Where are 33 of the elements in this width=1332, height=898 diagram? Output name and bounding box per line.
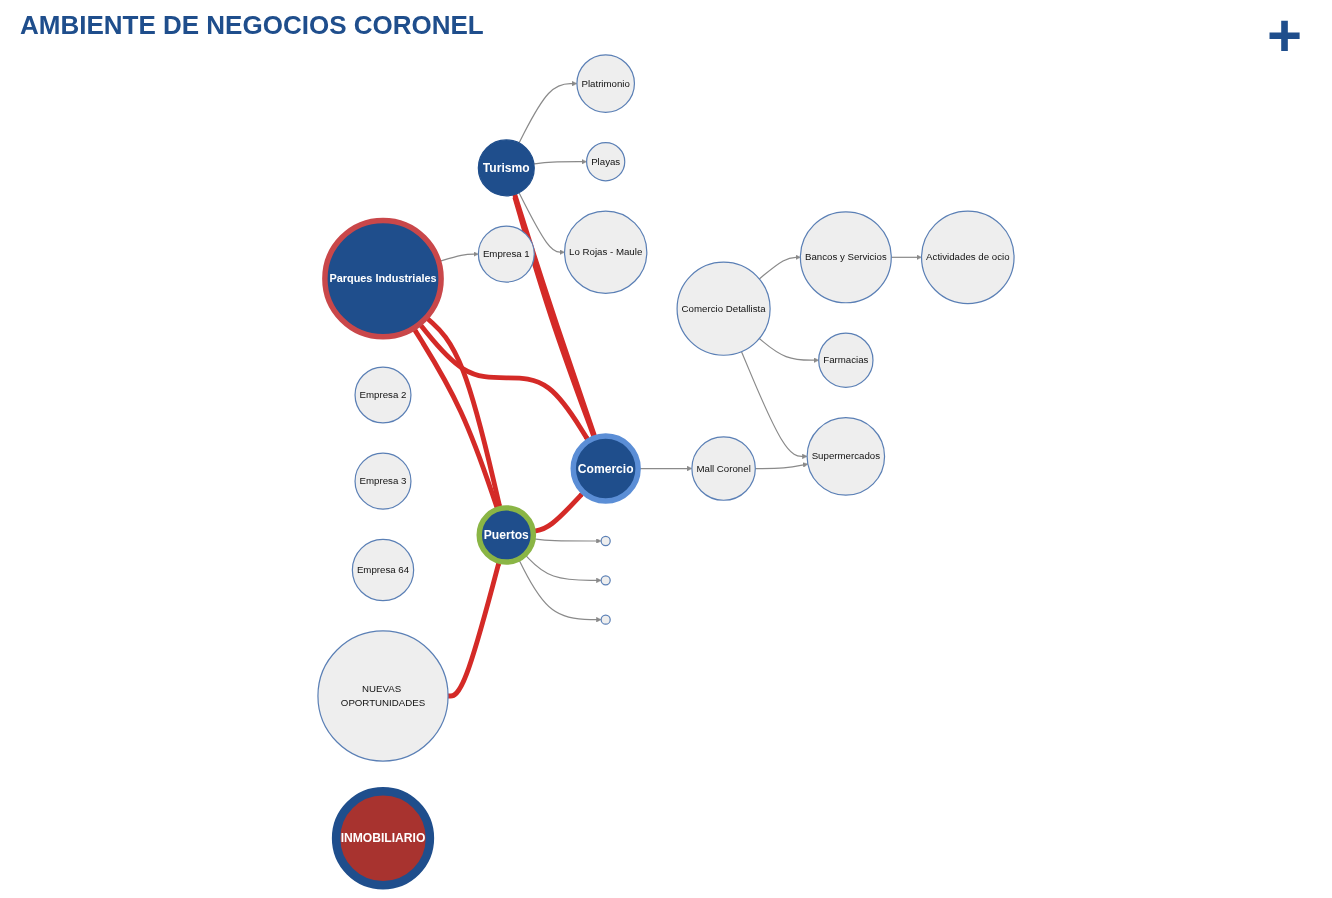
plus-sign: + [1266,2,1302,69]
node-circle: Bancos y Servicios [799,211,892,304]
node-circle [600,535,611,547]
node-circle: Mall Coronel [691,436,756,501]
node-circle: NUEVAS OPORTUNIDADES [317,630,449,762]
arrow [524,554,602,583]
node-circle: Platrimonio [576,54,636,113]
arrow [417,322,590,442]
arrow [448,560,501,699]
arrow [518,80,578,144]
node-circle: Turismo [477,139,535,197]
arrow [532,492,584,534]
node-circle: Parques Industriales [322,217,444,340]
arrow [740,351,808,460]
node-circle: Empresa 64 [351,538,415,602]
arrow [758,337,819,363]
node-circle: Actividades de ocio [920,210,1015,305]
diagram-title: AMBIENTE DE NEGOCIOS CORONEL [20,10,484,41]
node-circle: Puertos [476,505,537,565]
node-circle: Comercio Detallista [676,261,771,356]
node-circle: Playas [586,142,626,182]
arrow [758,254,801,280]
node-circle: Empresa 2 [354,366,412,424]
arrow [518,192,565,255]
node-circle [600,614,611,625]
node-circle [600,575,611,586]
node-circle: Comercio [570,433,641,504]
node-circle: Supermercados [806,417,886,496]
node-circle: Empresa 1 [477,225,535,283]
node-circle: INMOBILIARIO [331,787,435,890]
node-circle: Lo Rojas - Maule [563,210,648,294]
node-circle: Farmacias [818,332,874,388]
node-circle: Empresa 3 [354,452,412,510]
